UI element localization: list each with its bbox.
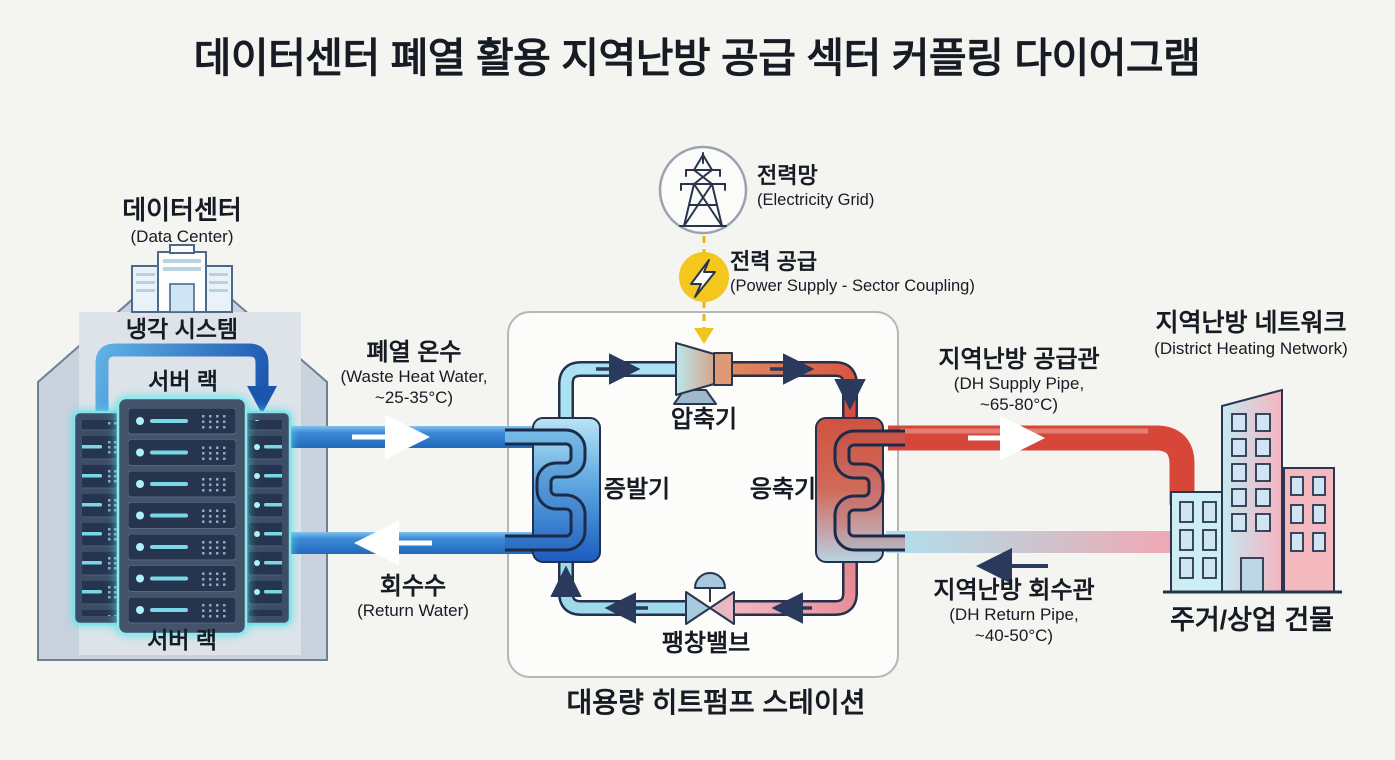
dh-supply-pipe (888, 415, 1195, 505)
power-arrow-head (694, 328, 714, 344)
compressor-icon (673, 342, 733, 405)
page-title: 데이터센터 폐열 활용 지역난방 공급 섹터 커플링 다이어그램 (193, 35, 1201, 81)
buildings-label: 주거/상업 건물 (1169, 605, 1335, 635)
server-rack-label-bottom: 서버 랙 (147, 627, 217, 653)
evaporator-label: 증발기 (603, 476, 671, 503)
refrigerant-flow-arrows (550, 353, 866, 624)
condenser-icon (815, 417, 905, 563)
buildings-icon (1163, 388, 1342, 594)
district-heating-network-label: 지역난방 네트워크 (District Heating Network) (1154, 309, 1348, 358)
server-rack-label-top: 서버 랙 (148, 368, 218, 394)
electricity-grid-icon (658, 145, 748, 235)
expansion-valve-label: 팽창밸브 (661, 630, 751, 657)
condenser-label: 응축기 (749, 476, 817, 503)
cooling-loop-arrow (95, 343, 277, 470)
electricity-grid-label: 전력망 (Electricity Grid) (757, 163, 875, 209)
waste-heat-pipe-label: 폐열 온수 (Waste Heat Water, ~25-35°C) (340, 339, 488, 407)
data-center-label: 데이터센터 (Data Center) (122, 195, 242, 246)
return-water-pipe-label: 회수수 (Return Water) (357, 573, 469, 621)
expansion-valve-icon (685, 572, 735, 625)
evaporator-icon (505, 417, 601, 563)
compressor-label: 압축기 (670, 406, 738, 433)
waste-heat-supply-pipe (240, 414, 543, 460)
refrigerant-loop (558, 361, 858, 616)
heat-pump-station-label: 대용량 히트펌프 스테이션 (566, 687, 866, 718)
dh-return-pipe-label: 지역난방 회수관 (DH Return Pipe, ~40-50°C) (933, 577, 1095, 645)
server-rack-center (116, 396, 248, 636)
heat-pump-station-box (507, 311, 899, 678)
return-water-pipe (240, 520, 543, 566)
dh-supply-pipe-label: 지역난방 공급관 (DH Supply Pipe, ~65-80°C) (938, 346, 1100, 414)
data-center-building-icon (131, 244, 233, 313)
cooling-system-label: 냉각 시스템 (125, 316, 239, 342)
power-supply-label: 전력 공급 (Power Supply - Sector Coupling) (730, 249, 975, 295)
lightning-bolt-icon (679, 252, 729, 302)
dh-return-pipe (886, 531, 1175, 584)
